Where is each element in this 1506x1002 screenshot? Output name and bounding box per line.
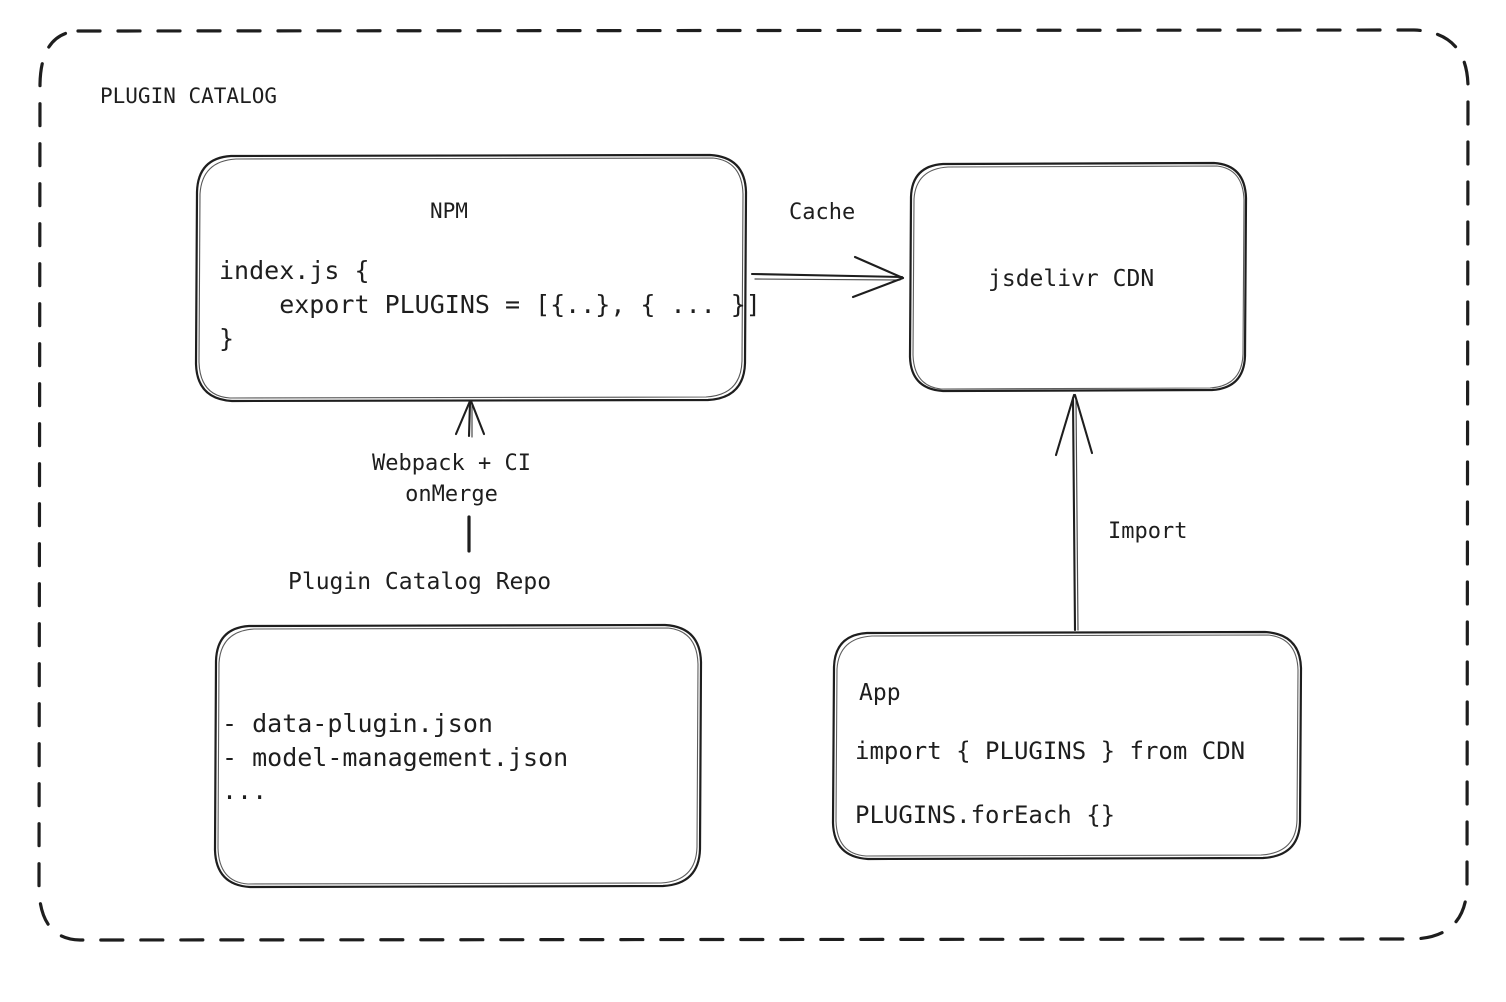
app-node-import-line: import { PLUGINS } from CDN <box>855 737 1246 765</box>
cdn-node-title: jsdelivr CDN <box>988 266 1155 292</box>
import-arrow <box>1054 393 1094 632</box>
cache-arrow <box>750 255 905 299</box>
repo-node-file-list: - data-plugin.json - model-management.js… <box>222 709 569 805</box>
plugin-catalog-group-title: PLUGIN CATALOG <box>100 84 278 108</box>
npm-node-title: NPM <box>430 199 468 223</box>
cache-edge-label: Cache <box>789 200 856 225</box>
build-edge-label: Webpack + CI onMerge <box>372 451 531 508</box>
app-node-title: App <box>859 680 901 706</box>
repo-node-label: Plugin Catalog Repo <box>288 569 552 595</box>
app-node-foreach-line: PLUGINS.forEach {} <box>855 801 1116 829</box>
import-edge-label: Import <box>1108 519 1188 544</box>
npm-node-code: index.js { export PLUGINS = [{..}, { ...… <box>219 256 761 353</box>
